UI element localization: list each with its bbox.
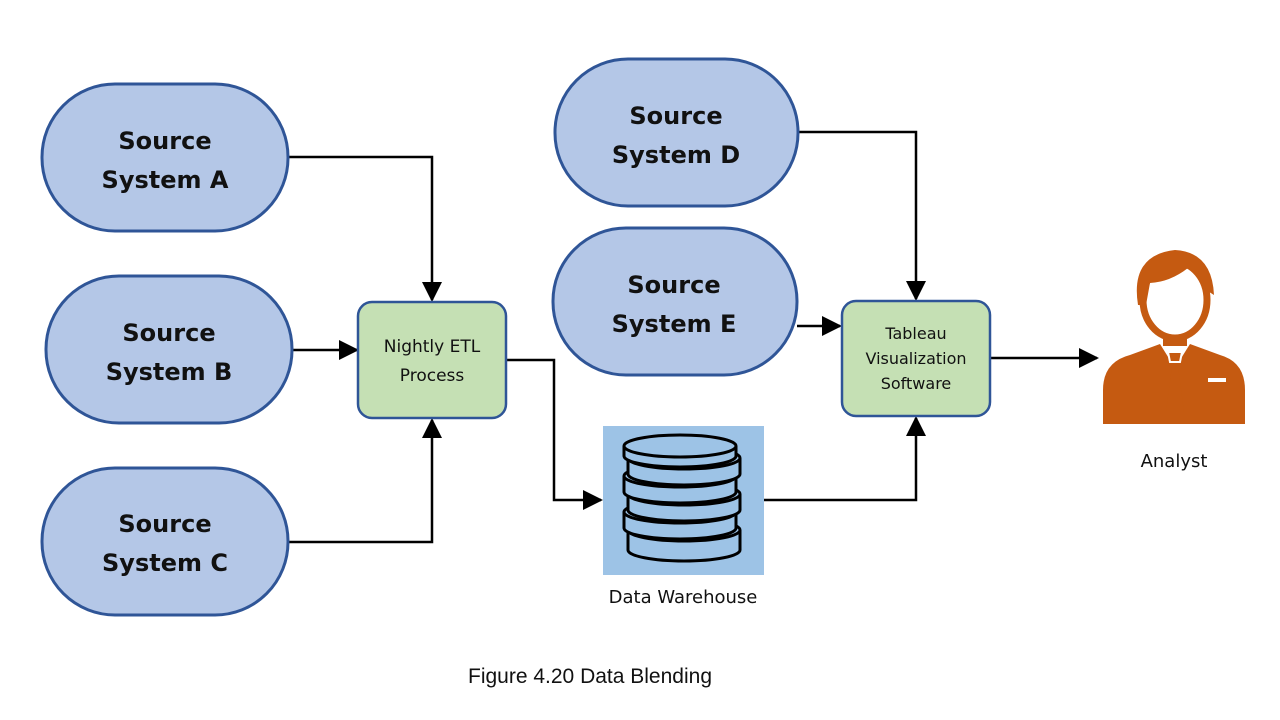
etl-line1: Nightly ETL — [384, 337, 481, 357]
source-system-b: Source System B — [44, 274, 294, 425]
connector-d-to-tableau — [798, 130, 926, 301]
tableau-line1: Tableau — [884, 324, 946, 343]
source-system-d: Source System D — [553, 57, 800, 208]
source-d-line1: Source — [629, 102, 722, 130]
connector-c-to-etl — [288, 418, 442, 544]
connector-etl-to-warehouse — [506, 358, 603, 510]
source-system-a: Source System A — [40, 82, 290, 233]
etl-line2: Process — [400, 366, 465, 386]
source-a-line2: System A — [102, 166, 229, 194]
source-system-e: Source System E — [551, 226, 799, 377]
connector-warehouse-to-tableau — [764, 416, 926, 502]
source-c-line1: Source — [118, 510, 211, 538]
warehouse-label: Data Warehouse — [609, 587, 758, 608]
tableau-box: Tableau Visualization Software — [840, 299, 992, 418]
source-e-line2: System E — [612, 310, 737, 338]
source-e-line1: Source — [627, 271, 720, 299]
source-d-line2: System D — [612, 141, 740, 169]
etl-process-box: Nightly ETL Process — [356, 300, 508, 420]
connector-a-to-etl — [288, 155, 442, 302]
tableau-line3: Software — [881, 374, 952, 393]
figure-caption: Figure 4.20 Data Blending — [468, 665, 712, 688]
source-b-line2: System B — [106, 358, 233, 386]
analyst-label: Analyst — [1141, 451, 1208, 472]
source-a-line1: Source — [118, 127, 211, 155]
source-c-line2: System C — [102, 549, 228, 577]
tableau-line2: Visualization — [865, 349, 966, 368]
source-b-line1: Source — [122, 319, 215, 347]
connectors — [288, 130, 1099, 544]
source-system-c: Source System C — [40, 466, 290, 617]
person-icon — [1103, 250, 1245, 424]
database-icon — [603, 426, 764, 575]
